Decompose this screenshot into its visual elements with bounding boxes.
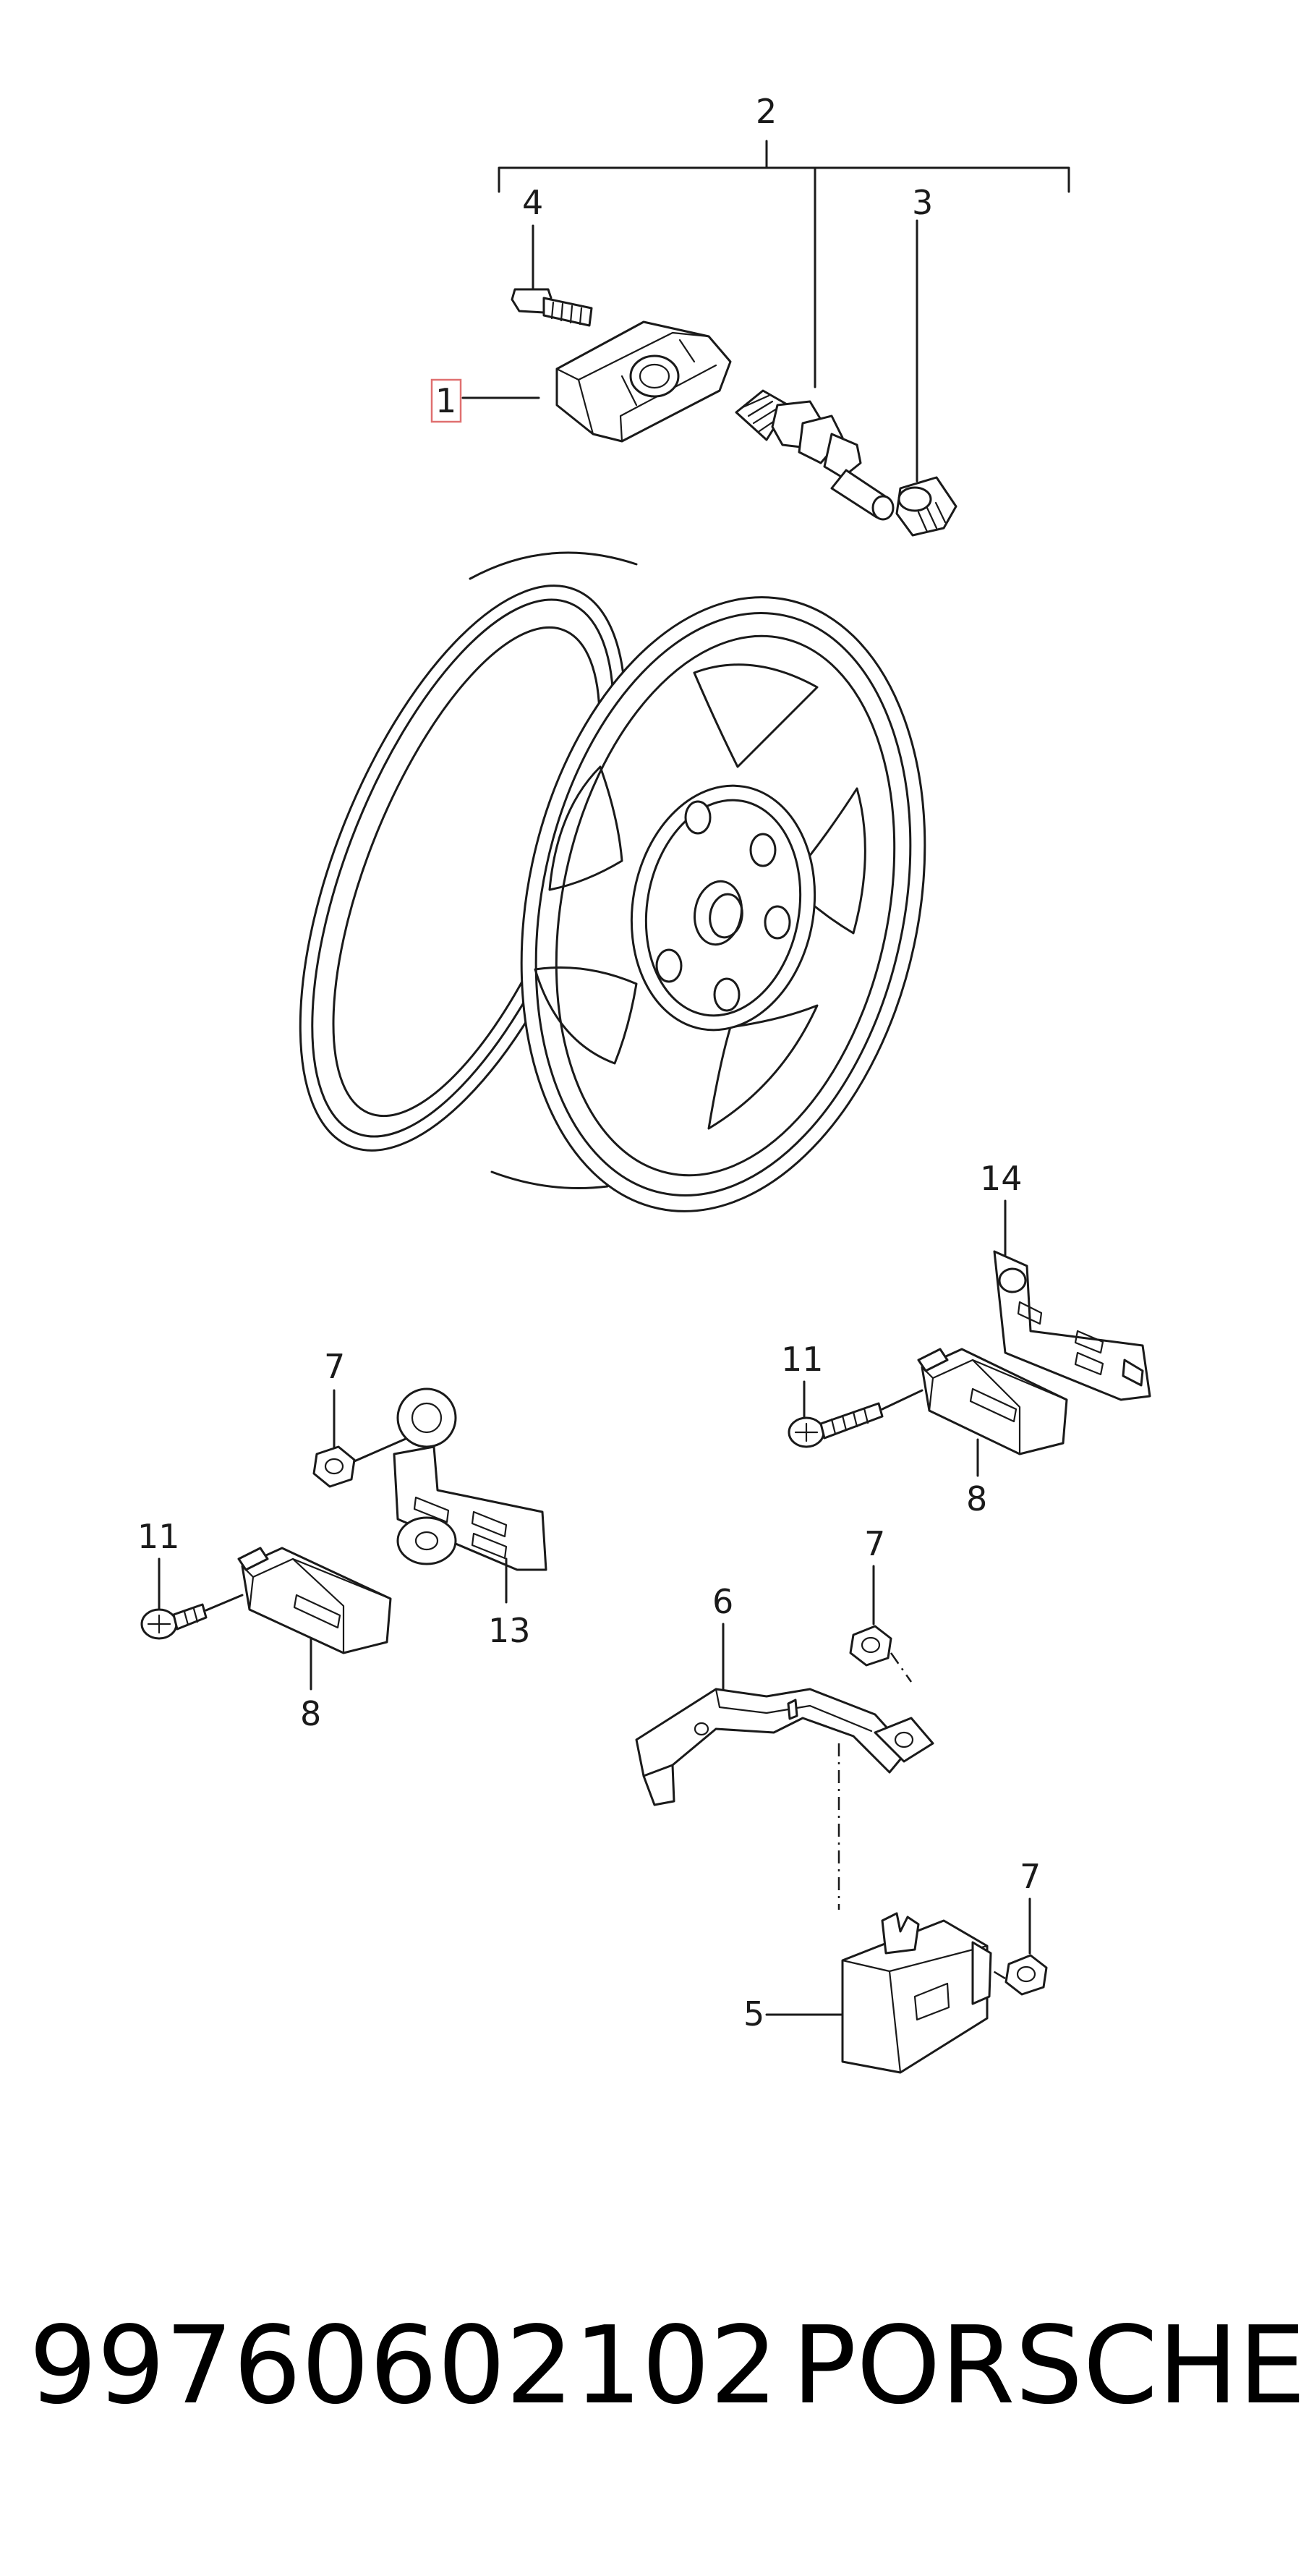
bracket-part-6: [635, 1688, 934, 1806]
callout-label-8-right[interactable]: 8: [966, 1479, 987, 1518]
bracket-part-13: [393, 1387, 547, 1571]
bracket-part-14: [993, 1250, 1151, 1401]
control-unit-part-5: [841, 1912, 992, 2074]
antenna-part-8-left: [237, 1547, 392, 1654]
valve-cap-part-3: [895, 219, 957, 537]
nut-part-7-mid: [849, 1625, 892, 1667]
callout-label-6[interactable]: 6: [712, 1582, 733, 1621]
callout-label-11-right[interactable]: 11: [781, 1340, 824, 1379]
callout-label-14[interactable]: 14: [980, 1159, 1023, 1198]
screw-part-11-left: [140, 1594, 244, 1640]
screw-part-11-right: [788, 1389, 924, 1448]
footer: 99760602102 PORSCHE: [0, 2300, 1301, 2431]
bolt-part-4: [511, 224, 593, 327]
brand-name: PORSCHE: [792, 2303, 1301, 2428]
callout-label-13[interactable]: 13: [488, 1611, 531, 1650]
callout-label-11-left[interactable]: 11: [137, 1517, 180, 1556]
callout-label-5[interactable]: 5: [743, 1994, 764, 2033]
tpms-sensor-part-1: [555, 320, 732, 443]
nut-part-7-left: [312, 1434, 414, 1488]
callout-highlight-box: [430, 378, 462, 423]
nut-part-7-lower: [1004, 1954, 1048, 1996]
callout-label-3[interactable]: 3: [912, 183, 933, 222]
callout-label-7-left[interactable]: 7: [324, 1347, 345, 1386]
callout-label-4[interactable]: 4: [522, 183, 543, 222]
callout-label-7-mid[interactable]: 7: [864, 1524, 885, 1563]
antenna-part-8-right: [917, 1348, 1068, 1455]
part-number: 99760602102: [29, 2303, 778, 2428]
bracket-callout-2: [498, 140, 1070, 388]
callout-label-2[interactable]: 2: [756, 92, 777, 131]
callout-label-7-lower[interactable]: 7: [1020, 1857, 1041, 1896]
wheel-rim: [299, 551, 926, 1212]
callout-label-1[interactable]: 1: [435, 381, 456, 420]
callout-label-8-left[interactable]: 8: [300, 1694, 321, 1733]
valve-stem-part-2: [735, 389, 895, 521]
